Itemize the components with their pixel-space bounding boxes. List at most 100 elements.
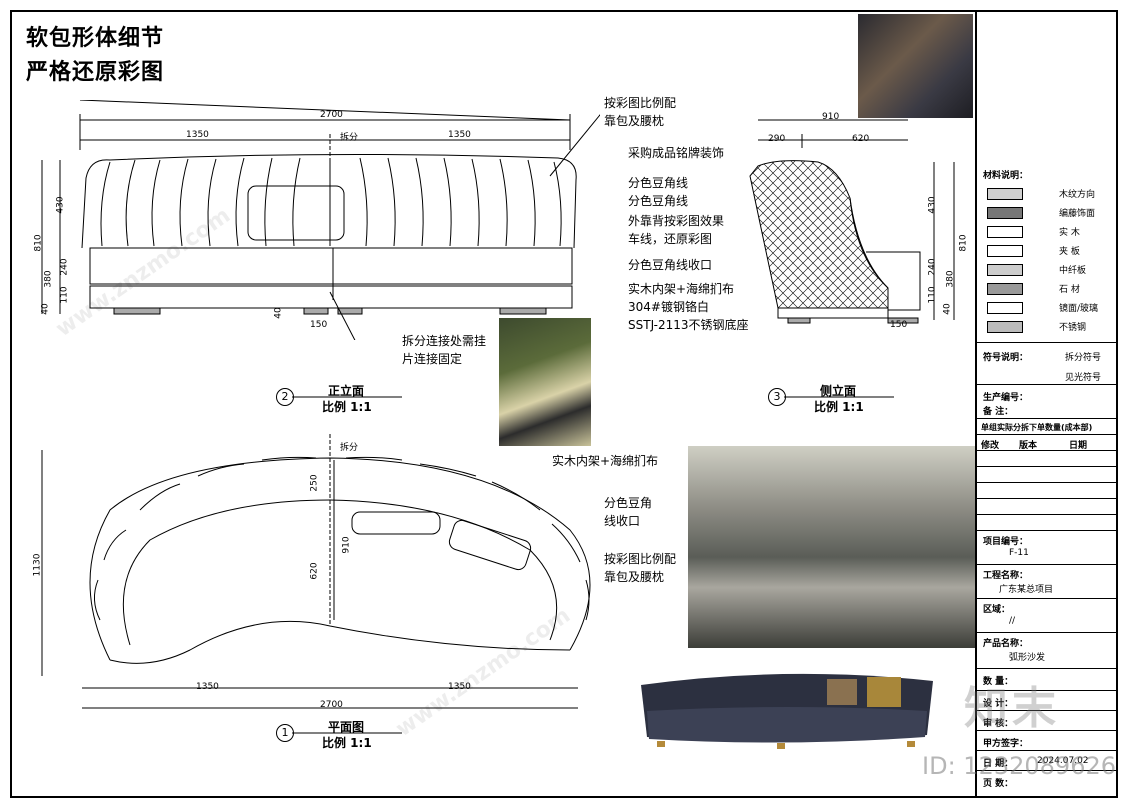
- side-dim-seat-inner: 240: [927, 258, 938, 276]
- table-row: [977, 498, 1118, 499]
- annotation-nameplate: 采购成品铭牌装饰: [628, 146, 725, 160]
- sidebar-divider: [977, 690, 1118, 691]
- sofa-render-graphic: [641, 673, 933, 749]
- sidebar-divider: [977, 598, 1118, 599]
- material-label: 石 材: [1059, 285, 1080, 295]
- design-label: 设 计：: [983, 699, 1014, 709]
- prod-no-label: 生产编号：: [983, 393, 1029, 403]
- material-swatch: [987, 207, 1023, 219]
- table-row: [977, 482, 1118, 483]
- plan-annotation-cushion-1: 按彩图比例配: [604, 552, 677, 566]
- page-count-label: 页 数：: [983, 779, 1014, 789]
- annotation-joint-2: 片连接固定: [402, 352, 463, 366]
- side-view-title: 侧立面: [820, 384, 857, 398]
- sidebar-divider: [977, 564, 1118, 565]
- plan-dim-depth: 910: [341, 536, 352, 554]
- annotation-cushion-2: 靠包及腰枕: [604, 114, 665, 128]
- annotation-steel-base: SSTJ-2113不锈钢底座: [628, 318, 749, 332]
- material-label: 不锈钢: [1059, 323, 1087, 333]
- material-label: 实 木: [1059, 228, 1080, 238]
- front-title-underline: [292, 396, 402, 398]
- material-label: 中纤板: [1059, 266, 1087, 276]
- material-swatch: [987, 245, 1023, 257]
- front-dim-leg-offset: 40: [40, 303, 51, 315]
- sidebar-divider: [977, 668, 1118, 669]
- front-dim-left: 1350: [186, 130, 209, 140]
- front-view-title: 正立面: [328, 384, 365, 398]
- side-dim-total-h: 810: [958, 234, 969, 252]
- plan-split-mark: 拆分: [340, 443, 359, 453]
- plan-annotation-piping-2: 线收口: [604, 514, 641, 528]
- plan-dim-back: 250: [309, 474, 320, 492]
- material-swatch: [987, 302, 1023, 314]
- material-swatch: [987, 264, 1023, 276]
- date-value: 2024.07.02: [1037, 756, 1089, 766]
- material-swatch: [987, 321, 1023, 333]
- material-label: 夹 板: [1059, 247, 1080, 257]
- material-label: 木纹方向: [1059, 190, 1096, 200]
- plan-view-title: 平面图: [328, 720, 365, 734]
- sofa-photo-room: [688, 446, 975, 648]
- date-label: 日 期：: [983, 759, 1014, 769]
- annotation-frame: 实木内架+海绵扪布: [628, 282, 735, 296]
- side-dim-leg-width: 150: [890, 320, 908, 330]
- materials-title: 材料说明：: [983, 171, 1029, 181]
- side-dim-base: 110: [927, 286, 938, 304]
- area-value: //: [1009, 616, 1016, 626]
- qty-label: 数 量：: [983, 677, 1014, 687]
- annotation-back-stitch-1: 外靠背按彩图效果: [628, 214, 725, 228]
- annotation-piping-2: 分色豆角线: [628, 194, 689, 208]
- project-name-value: 广东某总项目: [999, 585, 1054, 595]
- watermark-brand: 知末: [964, 683, 1060, 734]
- front-split-mark: 拆分: [340, 133, 359, 143]
- title-block-sidebar: 材料说明： 木纹方向编藤饰面实 木夹 板中纤板石 材镜面/玻璃不锈钢 符号说明：…: [975, 12, 1118, 796]
- material-label: 镜面/玻璃: [1059, 304, 1099, 314]
- project-name-label: 工程名称：: [983, 571, 1029, 581]
- front-dim-seat: 380: [43, 270, 54, 288]
- front-view-scale: 比例 1:1: [322, 400, 372, 414]
- side-dim-b: 620: [852, 134, 870, 144]
- annotation-back-stitch-2: 车线，还原彩图: [628, 232, 713, 246]
- plan-annotation-cushion-2: 靠包及腰枕: [604, 570, 665, 584]
- material-swatch: [987, 188, 1023, 200]
- sidebar-divider: [977, 384, 1118, 385]
- title-line2: 严格还原彩图: [26, 60, 165, 85]
- title-line1: 软包形体细节: [26, 26, 165, 51]
- side-dim-seat: 380: [945, 270, 956, 288]
- symbol-visible-label: 见光符号: [1065, 373, 1102, 383]
- table-row: [977, 450, 1118, 451]
- plan-annotation-frame: 实木内架+海绵扪布: [552, 454, 659, 468]
- plan-dim-right: 1350: [448, 682, 471, 692]
- plan-view-drawing: [41, 434, 591, 709]
- annotation-piping-edge: 分色豆角线收口: [628, 258, 713, 272]
- sidebar-divider: [977, 730, 1118, 731]
- front-dim-back: 430: [55, 196, 66, 214]
- annotation-joint-1: 拆分连接处需挂: [402, 334, 487, 348]
- sidebar-divider: [977, 342, 1118, 343]
- annotation-piping-1: 分色豆角线: [628, 176, 689, 190]
- front-dim-height-total: 810: [33, 234, 44, 252]
- side-dim-a: 290: [768, 134, 786, 144]
- plan-title-underline: [292, 732, 402, 734]
- front-dim-leg: 40: [273, 307, 284, 319]
- sidebar-divider: [977, 632, 1118, 633]
- table-row: [977, 514, 1118, 515]
- side-dim-leg: 40: [942, 303, 953, 315]
- client-sign-label: 甲方签字：: [983, 739, 1029, 749]
- table-header-version: 版本: [1019, 441, 1038, 451]
- front-dim-total: 2700: [320, 110, 343, 120]
- plan-annotation-piping-1: 分色豆角: [604, 496, 653, 510]
- sidebar-divider: [977, 418, 1118, 419]
- front-dim-seat-inner: 240: [59, 258, 70, 276]
- front-elevation-drawing: [41, 100, 600, 340]
- project-no-label: 项目编号：: [983, 537, 1029, 547]
- sidebar-divider: [977, 770, 1118, 771]
- project-no-value: F-11: [1009, 548, 1029, 558]
- plan-view-scale: 比例 1:1: [322, 736, 372, 750]
- table-row: [977, 466, 1118, 467]
- plan-dim-left: 1350: [196, 682, 219, 692]
- annotation-cushion-1: 按彩图比例配: [604, 96, 677, 110]
- detail-photo-top: [858, 14, 973, 118]
- side-view-scale: 比例 1:1: [814, 400, 864, 414]
- front-dim-right: 1350: [448, 130, 471, 140]
